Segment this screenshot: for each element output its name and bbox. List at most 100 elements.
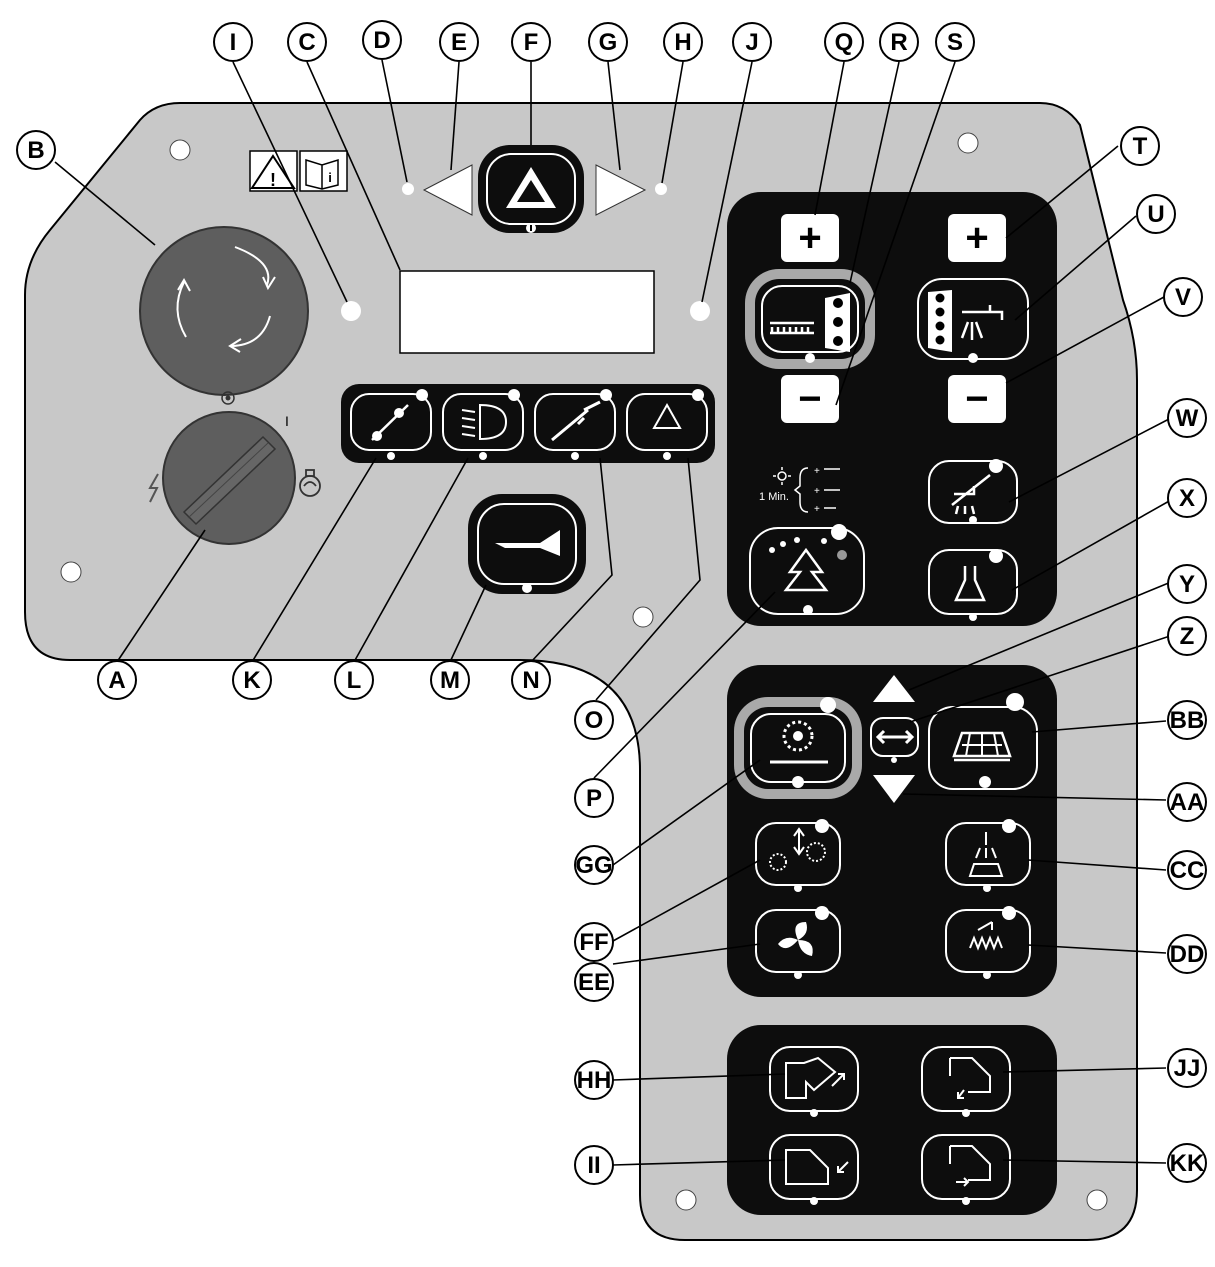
callout-label-u: U	[1147, 201, 1164, 228]
callout-label-jj: JJ	[1174, 1055, 1201, 1082]
callout-bubble	[824, 22, 864, 62]
horn-icon	[495, 530, 560, 556]
left-turn-signal-icon	[422, 164, 473, 216]
filter-shaker-button[interactable]	[945, 906, 1031, 979]
scrub-control-panel	[727, 192, 1057, 626]
ignition-key-switch[interactable]: I	[148, 391, 321, 545]
callout-label-k: K	[243, 667, 261, 694]
water-flow-button[interactable]	[917, 278, 1029, 363]
brush-pressure-increase-button[interactable]: +	[781, 214, 839, 262]
svg-text:+: +	[965, 216, 988, 260]
emergency-stop-button[interactable]	[139, 226, 309, 396]
hopper-lower-button[interactable]	[769, 1134, 859, 1205]
manual-book-icon	[299, 150, 348, 192]
callout-label-hh: HH	[577, 1067, 612, 1094]
filter-shaker-icon	[969, 921, 1003, 951]
callout-label-h: H	[674, 29, 691, 56]
callout-bubble	[97, 660, 137, 700]
speed-mode-button[interactable]	[350, 389, 432, 460]
callout-label-s: S	[947, 29, 963, 56]
hopper-dump-icon	[785, 1056, 845, 1099]
callout-bubble	[574, 845, 614, 885]
lightning-icon	[148, 473, 159, 503]
svg-text:−: −	[965, 377, 988, 421]
svg-text:+: +	[798, 216, 821, 260]
wand-button[interactable]	[534, 389, 616, 460]
eco-timer-legend: 1 Min. + + +	[759, 466, 840, 515]
callout-label-o: O	[585, 707, 604, 734]
door-close-button[interactable]	[921, 1134, 1011, 1205]
recycle-button[interactable]	[626, 389, 708, 460]
timer-label: 1 Min.	[759, 491, 789, 503]
callout-bubble	[16, 130, 56, 170]
callout-bubble	[732, 22, 772, 62]
callout-label-kk: KK	[1170, 1150, 1205, 1177]
water-flow-decrease-button[interactable]: −	[948, 375, 1006, 423]
mounting-hole	[1086, 1189, 1108, 1211]
side-brush-icon	[782, 720, 814, 752]
callout-bubble	[439, 22, 479, 62]
water-flow-increase-button[interactable]: +	[948, 214, 1006, 262]
side-brush-button[interactable]	[734, 697, 862, 799]
right-turn-indicator-light	[655, 183, 667, 195]
callout-bubble	[1167, 850, 1207, 890]
eco-mode-button[interactable]	[749, 524, 865, 615]
callout-bubble	[574, 700, 614, 740]
headlight-button[interactable]	[442, 389, 524, 460]
indicator-light-j	[690, 301, 710, 321]
right-turn-signal-icon	[595, 164, 647, 216]
callout-label-l: L	[347, 667, 362, 694]
callout-bubble	[935, 22, 975, 62]
detergent-icon	[954, 566, 986, 602]
sun-icon	[777, 471, 787, 481]
callout-bubble	[1167, 398, 1207, 438]
callout-label-dd: DD	[1170, 941, 1205, 968]
brush-lift-button[interactable]	[755, 819, 841, 892]
headlight-icon	[461, 403, 508, 441]
callout-label-j: J	[745, 29, 758, 56]
callout-bubble	[574, 1060, 614, 1100]
brush-toggle-button[interactable]	[870, 717, 919, 763]
recycle-icon	[652, 402, 682, 429]
callout-bubble	[1167, 616, 1207, 656]
hazard-warning-icon	[506, 167, 556, 208]
brush-spray-button[interactable]	[945, 819, 1031, 892]
callout-label-y: Y	[1179, 571, 1195, 598]
callout-label-v: V	[1175, 284, 1191, 311]
key-off-symbol	[221, 391, 235, 405]
hazard-button[interactable]	[478, 145, 584, 233]
mounting-hole	[957, 132, 979, 154]
warning-symbols: ! i	[249, 150, 348, 192]
brush-lower-arrow[interactable]	[873, 775, 915, 803]
callout-label-ee: EE	[578, 969, 610, 996]
callout-label-a: A	[108, 667, 125, 694]
callout-bubble	[1167, 782, 1207, 822]
callout-bubble	[1167, 564, 1207, 604]
function-switch-bar	[341, 384, 715, 463]
main-brush-button[interactable]	[928, 693, 1038, 790]
mounting-hole	[632, 606, 654, 628]
brush-pressure-button[interactable]	[745, 269, 875, 369]
callout-bubble	[879, 22, 919, 62]
callout-bubble	[588, 22, 628, 62]
callout-label-e: E	[451, 29, 467, 56]
mounting-hole	[60, 561, 82, 583]
svg-text:+: +	[814, 504, 820, 515]
spray-off-button[interactable]	[928, 459, 1018, 524]
callout-bubble	[213, 22, 253, 62]
brush-raise-arrow[interactable]	[873, 675, 915, 702]
hopper-dump-button[interactable]	[769, 1046, 859, 1117]
svg-text:!: !	[270, 170, 276, 190]
mounting-holes	[60, 132, 1108, 1211]
horn-button[interactable]	[468, 494, 586, 594]
callout-bubble	[574, 922, 614, 962]
detergent-button[interactable]	[928, 549, 1018, 621]
left-turn-indicator-light	[402, 183, 414, 195]
door-open-button[interactable]	[921, 1046, 1011, 1117]
brush-pressure-decrease-button[interactable]: −	[781, 375, 839, 423]
callout-bubble	[663, 22, 703, 62]
vacuum-fan-button[interactable]	[755, 906, 841, 979]
callout-bubble	[334, 660, 374, 700]
callout-label-i: I	[230, 29, 237, 56]
